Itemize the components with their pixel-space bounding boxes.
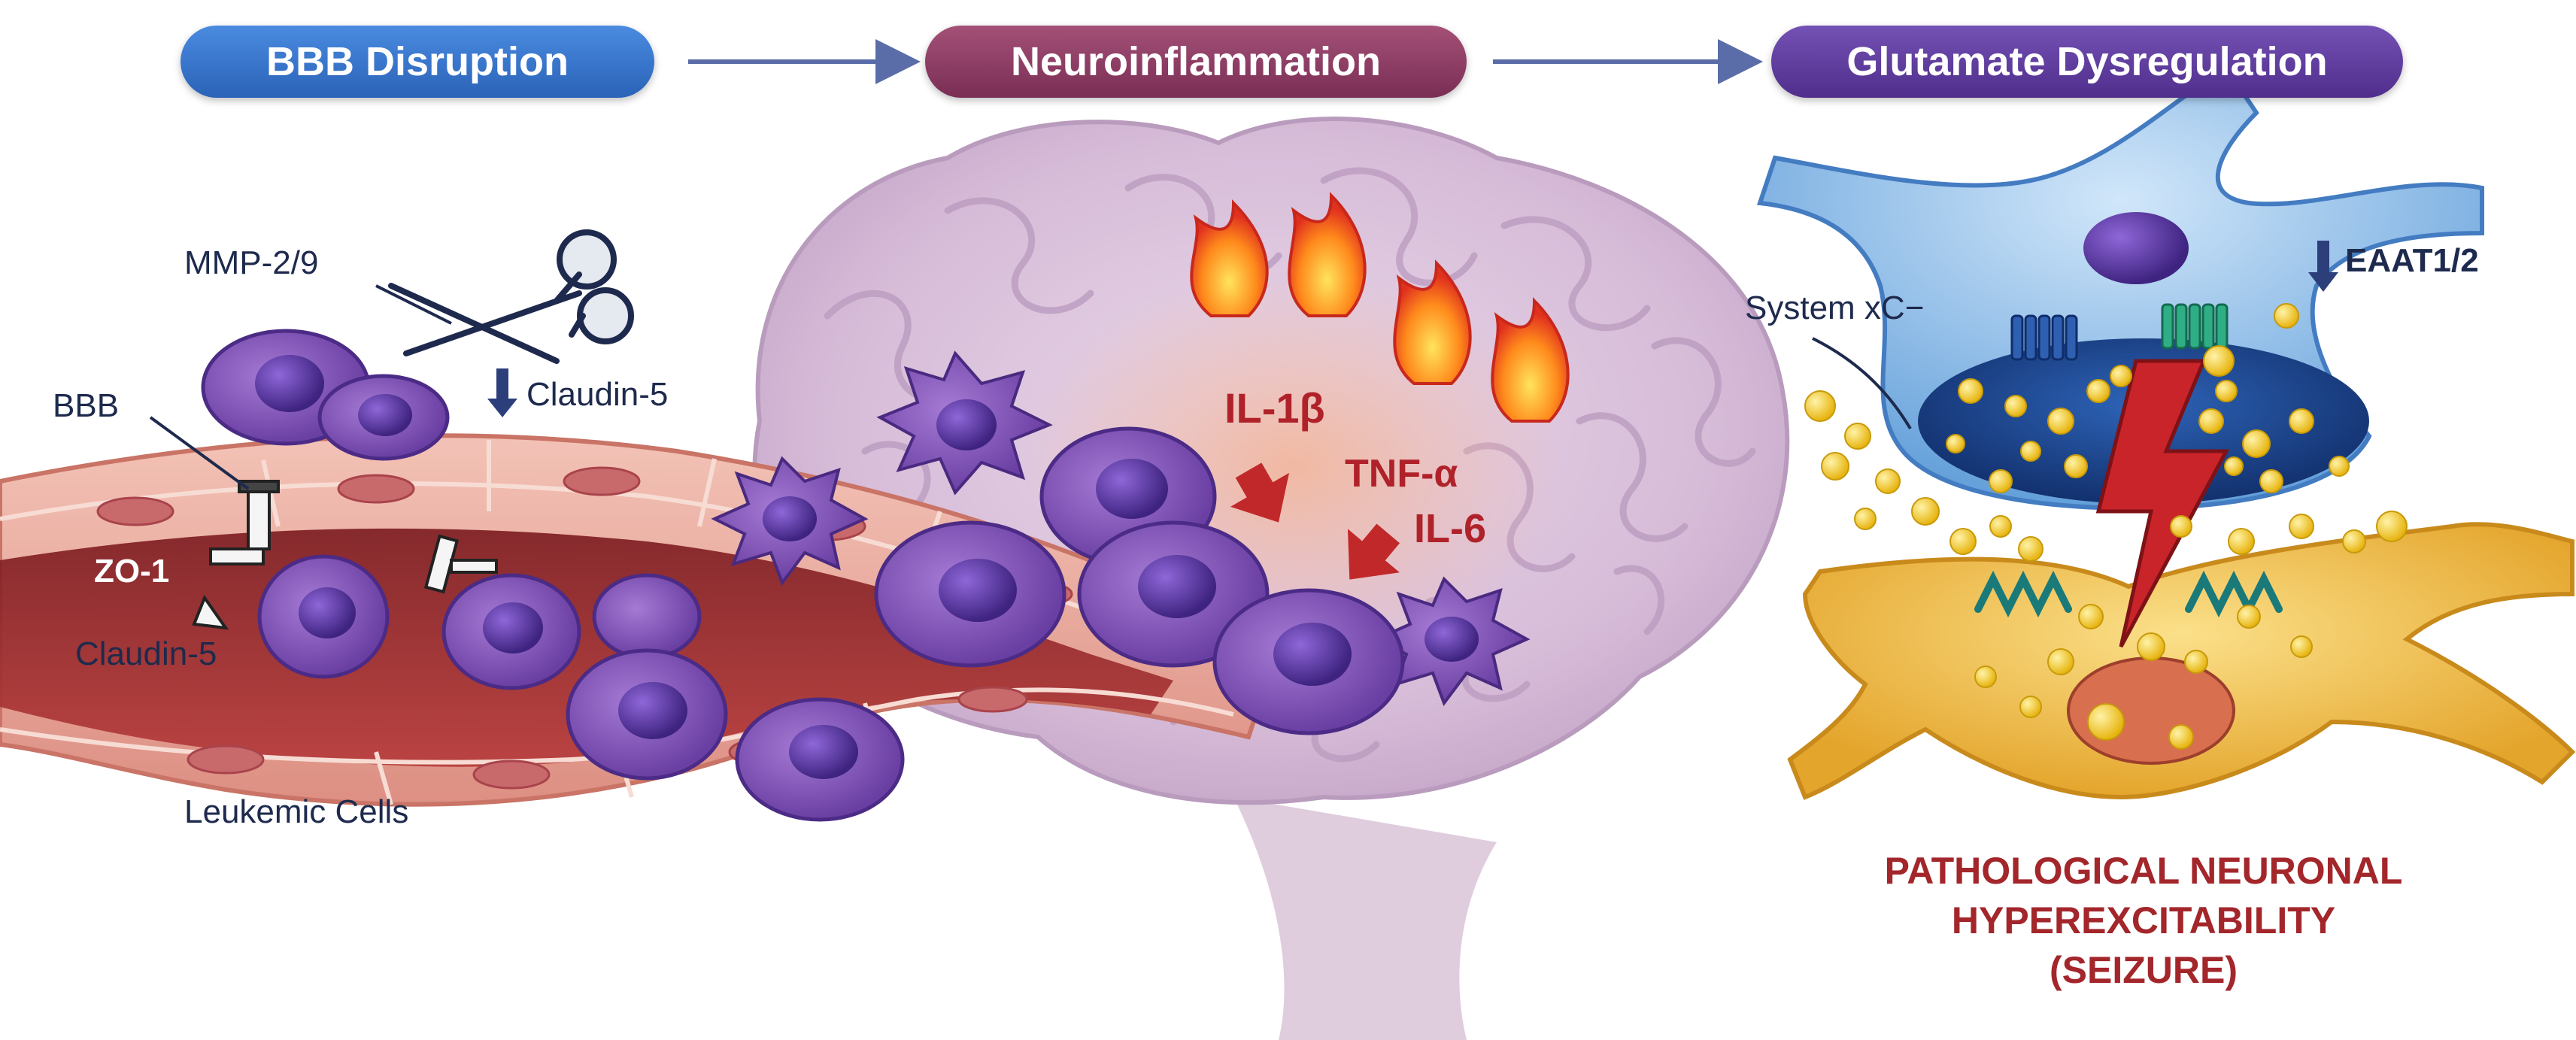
cytokine-arrows xyxy=(1230,462,1400,580)
header-glutamate-dysregulation: Glutamate Dysregulation xyxy=(1771,26,2403,98)
outcome-line-2: HYPEREXCITABILITY xyxy=(1951,899,2336,941)
claudin-5-top-label: Claudin-5 xyxy=(526,376,669,413)
eaat-decrease-arrow-icon xyxy=(2308,241,2338,292)
il-1b-label: IL-1β xyxy=(1224,384,1325,432)
lightning-bolt-icon xyxy=(2095,359,2230,648)
tight-junction-markers xyxy=(192,480,498,630)
system-xc-label: System xC− xyxy=(1745,290,1925,326)
leukemic-cells xyxy=(201,329,1405,822)
system-xc-leader xyxy=(1812,337,1912,430)
claudin-5-bottom-label: Claudin-5 xyxy=(75,635,217,672)
bbb-leader xyxy=(149,416,250,490)
zo-1-label: ZO-1 xyxy=(94,553,170,590)
leukemic-cells-label: Leukemic Cells xyxy=(184,793,409,830)
leukemic-cell-hint xyxy=(1294,624,1384,699)
tnf-a-label: TNF-α xyxy=(1345,452,1458,496)
leukemic-cell xyxy=(874,520,1067,668)
transporter-icons xyxy=(2010,303,2229,361)
eaat1-2-label: EAAT1/2 xyxy=(2345,242,2479,279)
outcome-line-3: (SEIZURE) xyxy=(2050,949,2238,991)
bbb-label: BBB xyxy=(53,387,120,424)
leukemic-cell xyxy=(1077,520,1270,668)
leukemic-cell xyxy=(317,374,450,461)
leukemic-cell xyxy=(592,573,702,660)
leukemic-cell xyxy=(441,573,581,690)
leukemic-cell xyxy=(735,697,905,822)
microglia-cells xyxy=(711,350,1531,707)
outcome-line-1: PATHOLOGICAL NEURONAL xyxy=(1884,850,2403,892)
scissors-icon xyxy=(388,229,634,364)
mmp-label: MMP-2/9 xyxy=(184,244,319,281)
leukemic-cell xyxy=(1212,588,1405,735)
decrease-arrow-icon xyxy=(487,368,517,417)
brain-stem xyxy=(1233,797,1497,1040)
leukemic-cell xyxy=(257,554,390,679)
astrocyte-nucleus xyxy=(2083,212,2189,284)
header-bbb-disruption: BBB Disruption xyxy=(181,26,654,98)
il-6-label: IL-6 xyxy=(1414,506,1487,551)
mmp-leader xyxy=(375,284,452,325)
leukemic-cell xyxy=(566,648,728,781)
outcome-text: PATHOLOGICAL NEURONAL HYPEREXCITABILITY … xyxy=(1828,846,2459,995)
header-neuroinflammation: Neuroinflammation xyxy=(925,26,1467,98)
glutamate-receptor-icons xyxy=(1974,570,2283,618)
inflammation-flame-icons xyxy=(1190,192,1570,423)
glutamate-molecules xyxy=(1804,303,2408,750)
